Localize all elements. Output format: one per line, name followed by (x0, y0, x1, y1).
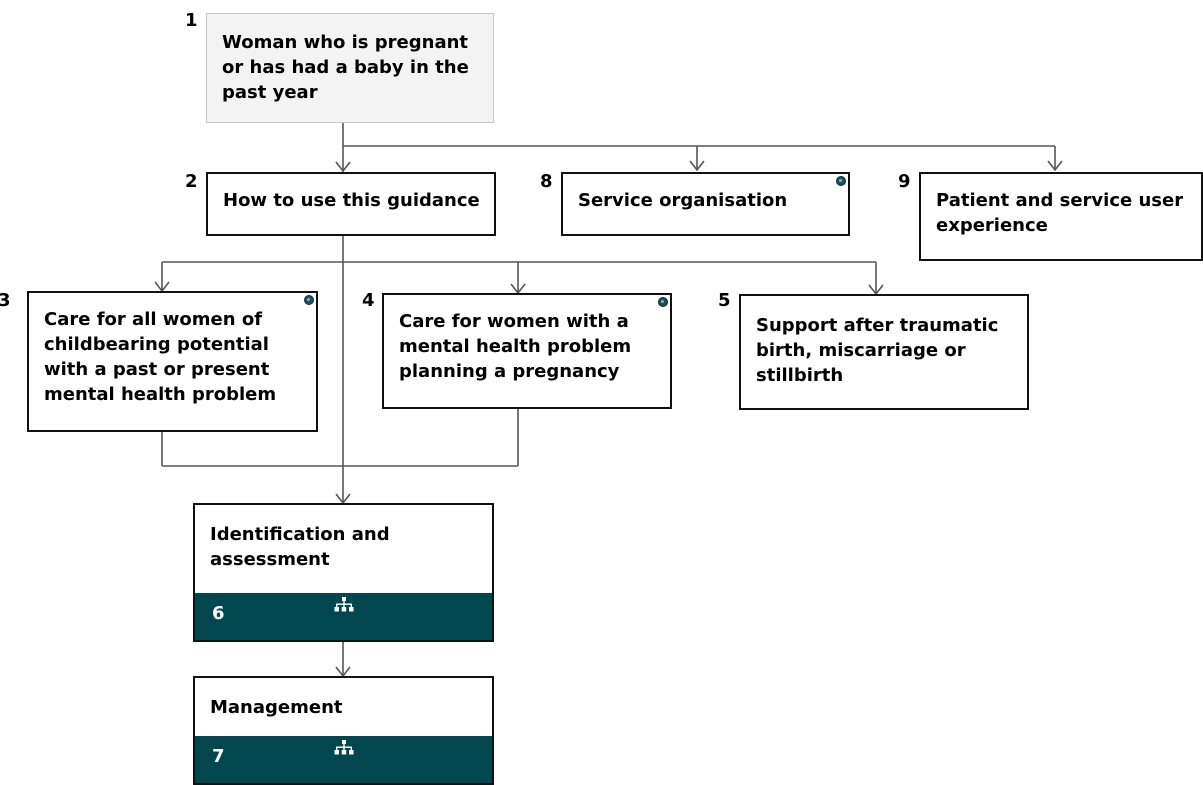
node-8-number: 8 (540, 171, 553, 192)
node-6-band: 6 (195, 593, 492, 640)
node-support-after-birth[interactable]: Support after traumatic birth, miscarria… (739, 294, 1029, 410)
node-2-number: 2 (185, 171, 198, 192)
hierarchy-icon[interactable] (334, 597, 354, 613)
info-dot-icon[interactable] (836, 176, 846, 186)
node-5-number: 5 (718, 290, 731, 311)
node-patient-experience[interactable]: Patient and service user experience (919, 172, 1203, 261)
node-9-label: Patient and service user experience (936, 190, 1184, 236)
info-dot-icon[interactable] (304, 295, 314, 305)
node-care-planning-pregnancy[interactable]: Care for women with a mental health prob… (382, 293, 672, 409)
node-management[interactable]: Management 7 (193, 676, 494, 785)
node-care-all-women[interactable]: Care for all women of childbearing poten… (27, 291, 318, 432)
node-7-number: 7 (212, 746, 225, 767)
node-1-number: 1 (185, 10, 198, 31)
node-1-label: Woman who is pregnant or has had a baby … (222, 32, 469, 103)
info-dot-icon[interactable] (658, 297, 668, 307)
node-9-number: 9 (898, 171, 911, 192)
node-2-label: How to use this guidance (223, 190, 480, 211)
node-4-label: Care for women with a mental health prob… (399, 311, 632, 382)
node-7-band: 7 (195, 736, 492, 783)
node-8-label: Service organisation (578, 190, 788, 211)
hierarchy-icon[interactable] (334, 740, 354, 756)
node-6-label: Identification and assessment (210, 524, 390, 570)
node-3-number: 3 (0, 292, 9, 310)
node-3-label: Care for all women of childbearing poten… (44, 309, 277, 405)
node-6-number: 6 (212, 603, 225, 624)
node-5-label: Support after traumatic birth, miscarria… (756, 315, 999, 386)
node-how-to-use[interactable]: How to use this guidance (206, 172, 496, 236)
node-service-organisation[interactable]: Service organisation (561, 172, 850, 236)
node-4-number: 4 (362, 290, 375, 311)
node-7-label: Management (210, 697, 343, 718)
node-identification-assessment[interactable]: Identification and assessment 6 (193, 503, 494, 642)
node-pregnant-woman[interactable]: Woman who is pregnant or has had a baby … (206, 13, 494, 123)
